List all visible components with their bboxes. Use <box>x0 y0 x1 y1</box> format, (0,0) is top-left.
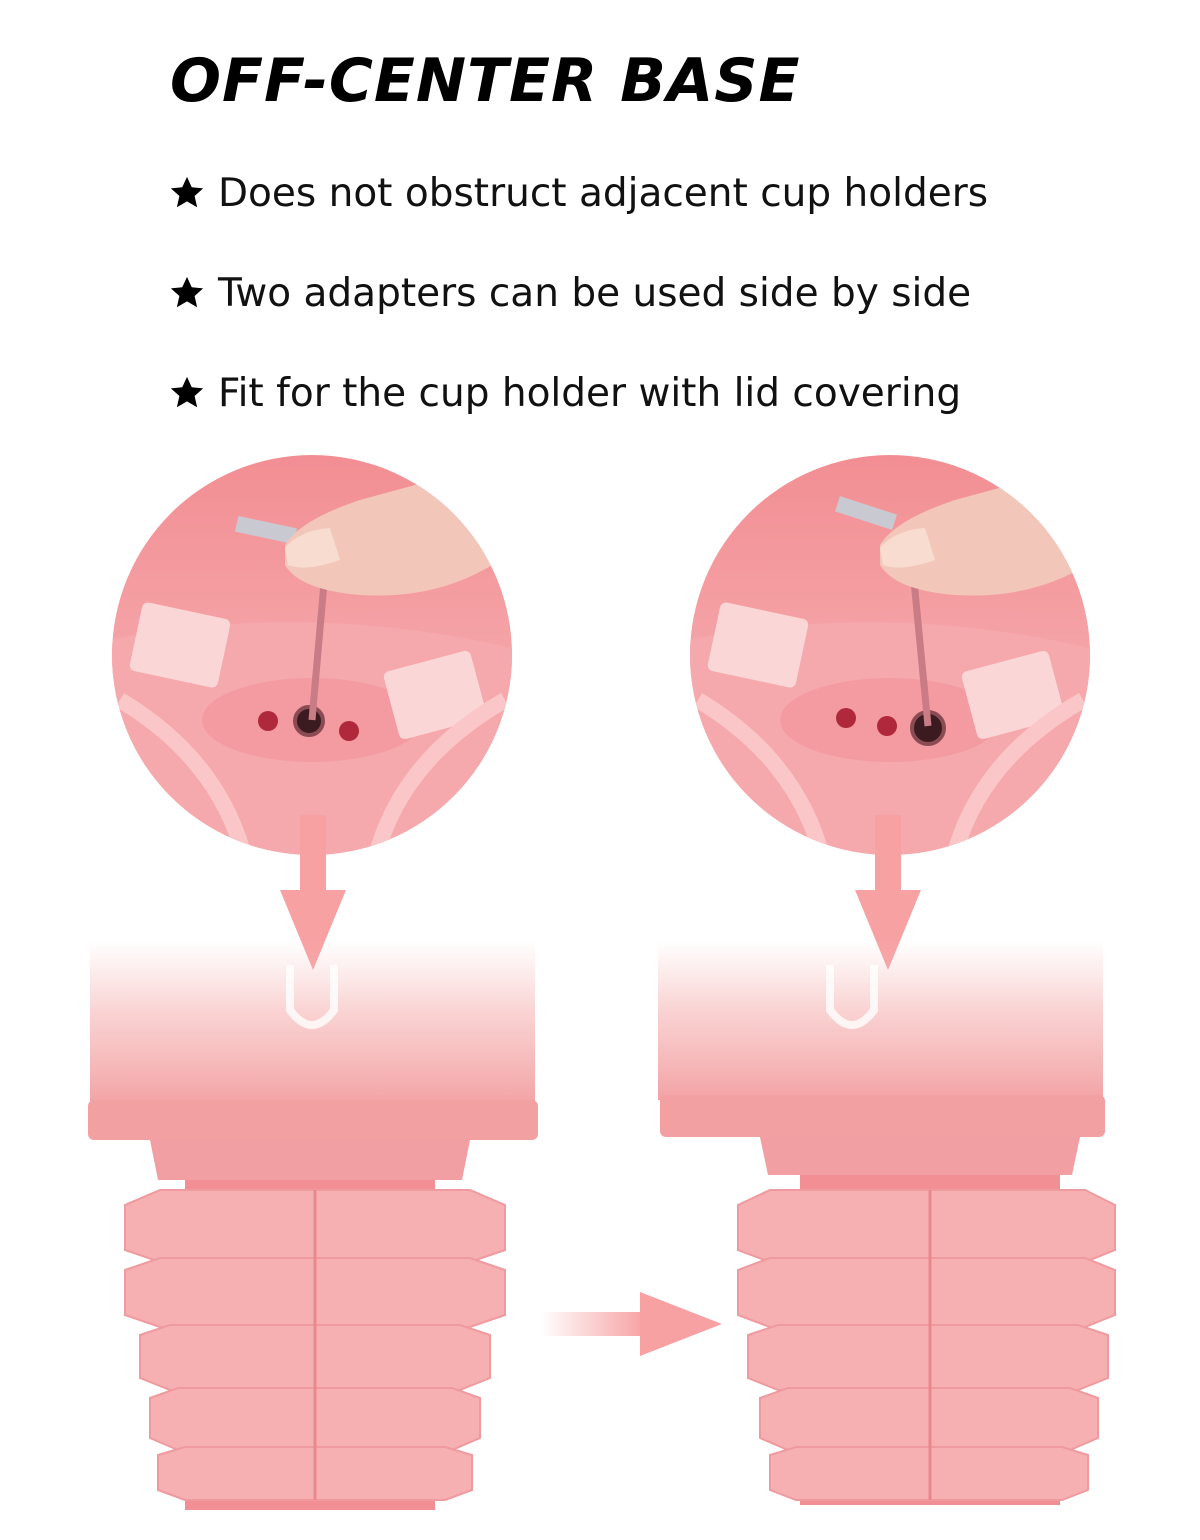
star-icon <box>170 176 204 208</box>
feature-list: Does not obstruct adjacent cup holders T… <box>168 168 988 468</box>
feature-item: Fit for the cup holder with lid covering <box>168 368 988 418</box>
star-icon <box>170 376 204 408</box>
closeup-right <box>690 455 1090 855</box>
feature-item: Does not obstruct adjacent cup holders <box>168 168 988 218</box>
star-icon <box>170 276 204 308</box>
down-arrow-icon <box>855 815 921 970</box>
closeup-left <box>112 455 512 855</box>
adapter-left <box>88 940 538 1510</box>
feature-text: Two adapters can be used side by side <box>218 270 972 316</box>
feature-text: Does not obstruct adjacent cup holders <box>218 170 989 216</box>
adapter-right <box>658 940 1116 1505</box>
page-title: OFF-CENTER BASE <box>170 46 801 116</box>
feature-item: Two adapters can be used side by side <box>168 268 988 318</box>
product-illustration <box>88 455 1116 1510</box>
feature-text: Fit for the cup holder with lid covering <box>218 370 962 416</box>
right-arrow-icon <box>540 1292 722 1356</box>
down-arrow-icon <box>280 815 346 970</box>
